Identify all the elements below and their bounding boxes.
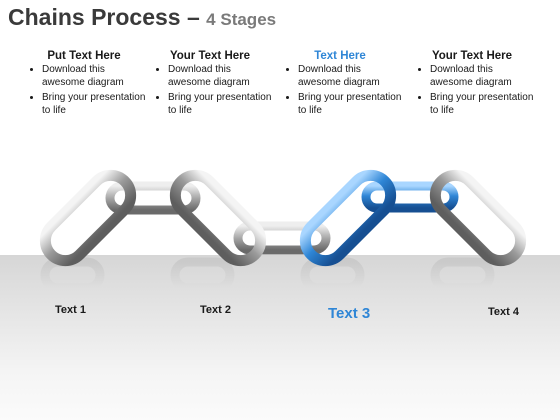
stage-label-1: Text 1 <box>55 304 86 316</box>
bullet-list: Download this awesome diagram Bring your… <box>278 63 402 117</box>
bullet-item: Bring your presentation to life <box>430 91 534 117</box>
slide-title: Chains Process – 4 Stages <box>8 4 276 31</box>
stage-label-2: Text 2 <box>200 304 231 316</box>
text-column-4: Your Text Here Download this awesome dia… <box>410 50 534 119</box>
title-main: Chains Process <box>8 4 181 30</box>
chain-link-3 <box>299 169 397 267</box>
chain-link-4 <box>429 169 527 267</box>
bullet-item: Download this awesome diagram <box>430 63 534 89</box>
bullet-item: Bring your presentation to life <box>42 91 146 117</box>
chain-link-2 <box>169 169 267 267</box>
bullet-list: Download this awesome diagram Bring your… <box>410 63 534 117</box>
column-heading: Your Text Here <box>431 50 513 62</box>
chain-diagram <box>39 169 527 293</box>
bullet-item: Download this awesome diagram <box>298 63 402 89</box>
bullet-item: Download this awesome diagram <box>168 63 272 89</box>
stage-label-3: Text 3 <box>328 305 371 322</box>
text-column-3: Text Here Download this awesome diagram … <box>278 50 402 119</box>
bullet-item: Bring your presentation to life <box>298 91 402 117</box>
stage-label-4: Text 4 <box>488 306 519 318</box>
text-column-1: Put Text Here Download this awesome diag… <box>22 50 146 119</box>
column-heading: Your Text Here <box>169 50 251 62</box>
chain-link-1 <box>39 169 137 267</box>
bullet-list: Download this awesome diagram Bring your… <box>148 63 272 117</box>
title-dash: – <box>186 4 200 30</box>
bullet-list: Download this awesome diagram Bring your… <box>22 63 146 117</box>
column-heading-highlighted: Text Here <box>314 50 366 62</box>
bullet-item: Download this awesome diagram <box>42 63 146 89</box>
text-column-2: Your Text Here Download this awesome dia… <box>148 50 272 119</box>
bullet-item: Bring your presentation to life <box>168 91 272 117</box>
column-heading: Put Text Here <box>47 50 121 62</box>
chain-reflection <box>40 257 495 293</box>
title-subtitle: 4 Stages <box>206 10 277 29</box>
